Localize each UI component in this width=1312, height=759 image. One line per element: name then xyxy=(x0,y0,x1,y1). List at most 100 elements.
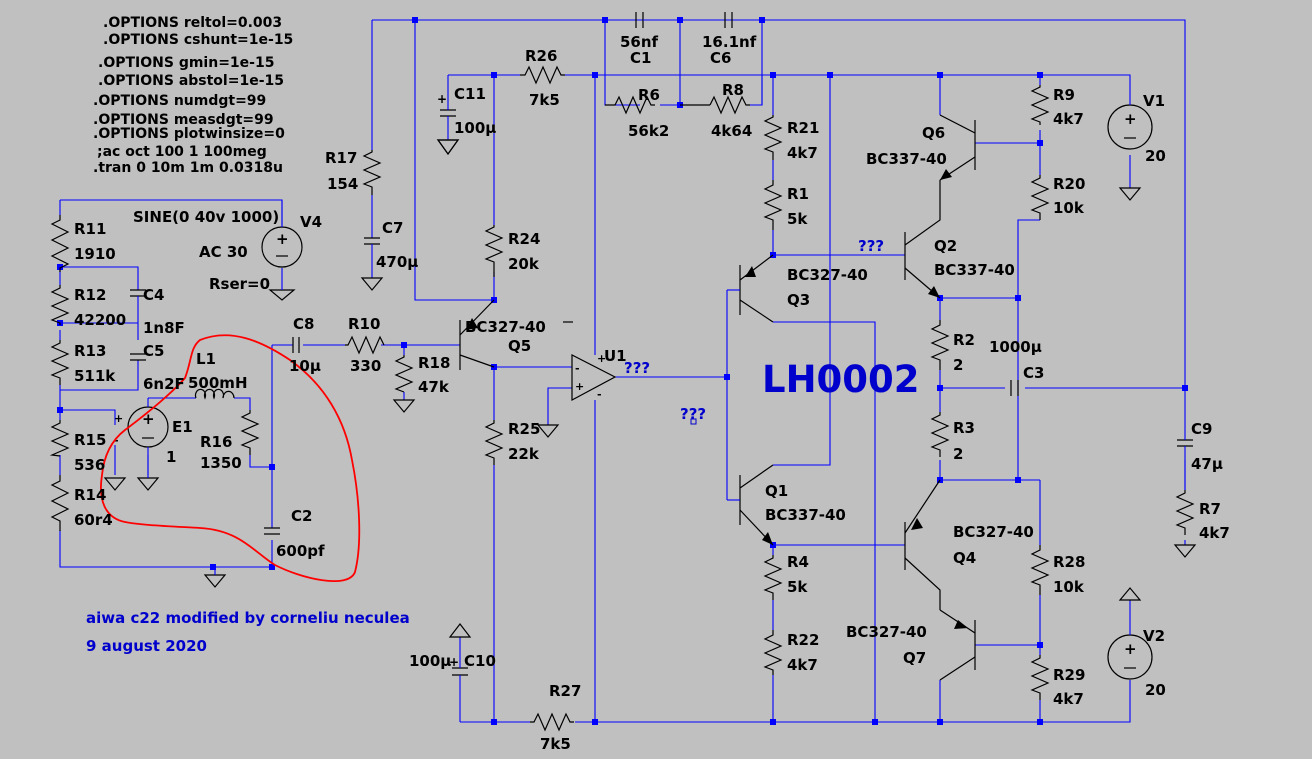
resistor-r21 xyxy=(763,115,783,160)
capacitor-c1 xyxy=(605,12,680,28)
capacitor-c6 xyxy=(724,12,733,28)
label-r4-value: 5k xyxy=(787,578,808,596)
label-v4-line1: SINE(0 40v 1000) xyxy=(133,208,279,226)
svg-text:+: + xyxy=(575,380,584,393)
svg-text:+: + xyxy=(449,655,459,669)
label-l1-value: 500mH xyxy=(188,374,248,392)
svg-text:+: + xyxy=(276,230,289,248)
label-r29-name: R29 xyxy=(1053,666,1085,684)
label-r24-name: R24 xyxy=(508,230,540,248)
credit-date: 9 august 2020 xyxy=(86,637,207,655)
grounds xyxy=(103,139,1197,638)
label-c5-name: C5 xyxy=(143,342,164,360)
label-c5-value: 6n2F xyxy=(143,375,185,393)
label-c2-name: C2 xyxy=(291,507,312,525)
svg-text:+: + xyxy=(1124,110,1137,128)
label-r26-name: R26 xyxy=(525,47,557,65)
svg-text:-: - xyxy=(114,434,119,447)
label-r18-value: 47k xyxy=(418,378,450,396)
label-v4-name: V4 xyxy=(300,213,322,231)
source-v2: + xyxy=(1107,632,1153,680)
transistor-q3 xyxy=(727,254,774,323)
label-c11-name: C11 xyxy=(454,85,486,103)
label-c1-value: 56nf xyxy=(620,33,659,51)
ground-symbol xyxy=(268,289,296,301)
resistor-r26 xyxy=(520,65,565,85)
directive-text: .OPTIONS cshunt=1e-15 xyxy=(103,32,293,48)
label-v1-value: 20 xyxy=(1145,147,1166,165)
resistor-r12 xyxy=(50,285,70,325)
ground-symbol xyxy=(1173,544,1197,558)
directive-text: .OPTIONS abstol=1e-15 xyxy=(98,73,284,89)
label-r14-name: R14 xyxy=(74,486,106,504)
transistor-q7 xyxy=(939,609,976,681)
label-r12-value: 42200 xyxy=(74,311,126,329)
label-c4-name: C4 xyxy=(143,286,164,304)
directive-text: .tran 0 10m 1m 0.0318u xyxy=(93,160,283,176)
label-r8-value: 4k64 xyxy=(711,122,752,140)
label-v4-line3: Rser=0 xyxy=(209,275,270,293)
sources: + + + ++- xyxy=(114,100,1153,680)
resistor-r25 xyxy=(484,420,504,465)
label-r10-name: R10 xyxy=(348,315,380,333)
resistor-r2 xyxy=(930,320,950,370)
capacitor-c3 xyxy=(1010,380,1019,396)
label-c8-value: 10µ xyxy=(289,357,321,375)
label-q1-name: Q1 xyxy=(765,482,788,500)
ground-symbol xyxy=(536,424,560,438)
label-c9-value: 47µ xyxy=(1191,455,1223,473)
label-v2-value: 20 xyxy=(1145,681,1166,699)
svg-text:-: - xyxy=(597,388,602,401)
label-q3-value: BC327-40 xyxy=(787,266,868,284)
source-v4: + xyxy=(261,200,303,268)
label-c10-value: 100µ xyxy=(409,652,451,670)
label-r4-name: R4 xyxy=(787,553,809,571)
transistor-q6 xyxy=(939,114,976,181)
label-r28-value: 10k xyxy=(1053,578,1085,596)
capacitors: + + xyxy=(130,12,1193,690)
label-r25-name: R25 xyxy=(508,420,540,438)
resistor-r27 xyxy=(530,712,574,732)
label-r6-name: R6 xyxy=(638,86,660,104)
label-r6-value: 56k2 xyxy=(628,122,669,140)
resistor-r8-zig xyxy=(709,95,750,115)
label-e1-value: 1 xyxy=(166,448,176,466)
transistor-q4 xyxy=(904,479,941,610)
label-c9-name: C9 xyxy=(1191,420,1212,438)
resistor-r10 xyxy=(345,335,385,355)
label-l1-name: L1 xyxy=(196,350,216,368)
label-r15-name: R15 xyxy=(74,431,106,449)
resistor-r20 xyxy=(1030,175,1050,220)
resistor-r11 xyxy=(50,215,70,272)
source-v1: + xyxy=(1107,100,1153,150)
resistor-r1 xyxy=(763,180,783,230)
label-c2-value: 600pf xyxy=(276,542,325,560)
block-label: LH0002 xyxy=(762,358,920,401)
resistor-r28 xyxy=(1030,545,1050,595)
unknown-label: ??? xyxy=(858,237,884,255)
svg-text:+: + xyxy=(597,352,606,365)
credit-text: aiwa c22 modified by corneliu neculea xyxy=(86,609,410,627)
label-c10-name: C10 xyxy=(464,652,496,670)
cursor-marker xyxy=(690,418,697,425)
unknown-label: ??? xyxy=(680,405,706,423)
svg-text:+: + xyxy=(114,412,123,425)
svg-text:+: + xyxy=(1124,640,1137,658)
label-c11-value: 100µ xyxy=(454,119,496,137)
opamp-u1: - + + - xyxy=(571,352,617,402)
directive-text: ;ac oct 100 1 100meg xyxy=(97,144,267,160)
directive-text: .OPTIONS measdgt=99 xyxy=(93,112,274,128)
label-v1-name: V1 xyxy=(1143,92,1165,110)
capacitor-c9 xyxy=(1177,425,1193,490)
resistor-r17 xyxy=(362,150,382,195)
capacitor-c2 xyxy=(264,527,280,535)
label-r13-name: R13 xyxy=(74,342,106,360)
svg-text:+: + xyxy=(437,92,447,106)
label-c7-name: C7 xyxy=(382,219,403,237)
label-r9-name: R9 xyxy=(1053,86,1075,104)
label-r3-value: 2 xyxy=(953,445,963,463)
directive-text: .OPTIONS reltol=0.003 xyxy=(103,15,282,31)
label-u1-value: ??? xyxy=(624,359,650,377)
label-q4-name: Q4 xyxy=(953,549,976,567)
